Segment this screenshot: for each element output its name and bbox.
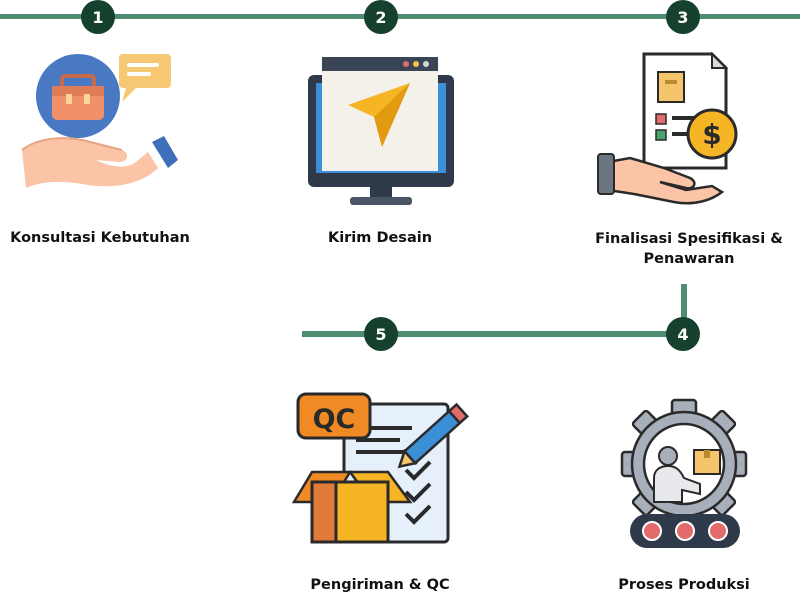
step-4-label: Proses Produksi bbox=[618, 577, 750, 593]
production-gear-worker-icon bbox=[620, 398, 748, 548]
consultation-hand-briefcase-icon bbox=[21, 54, 178, 188]
timeline-line-vertical bbox=[681, 284, 687, 334]
quotation-document-dollar-icon: $ bbox=[597, 51, 738, 205]
step-2-badge: 2 bbox=[364, 0, 398, 34]
timeline-line-middle bbox=[302, 331, 684, 337]
step-3-badge: 3 bbox=[666, 0, 700, 34]
step-5-badge: 5 bbox=[364, 317, 398, 351]
timeline-line-top bbox=[0, 14, 800, 19]
svg-text:QC: QC bbox=[313, 404, 356, 435]
step-1-label: Konsultasi Kebutuhan bbox=[10, 230, 190, 246]
monitor-send-icon bbox=[308, 57, 454, 205]
step-2-label: Kirim Desain bbox=[327, 230, 433, 246]
step-4-badge: 4 bbox=[666, 317, 700, 351]
step-3-label-line2: Penawaran bbox=[643, 251, 735, 267]
step-3-label: Finalisasi Spesifikasi & bbox=[595, 231, 783, 247]
step-1-badge: 1 bbox=[81, 0, 115, 34]
svg-text:$: $ bbox=[702, 118, 721, 151]
step-5-label: Pengiriman & QC bbox=[310, 577, 450, 593]
qc-checklist-box-icon: QC bbox=[292, 392, 469, 544]
